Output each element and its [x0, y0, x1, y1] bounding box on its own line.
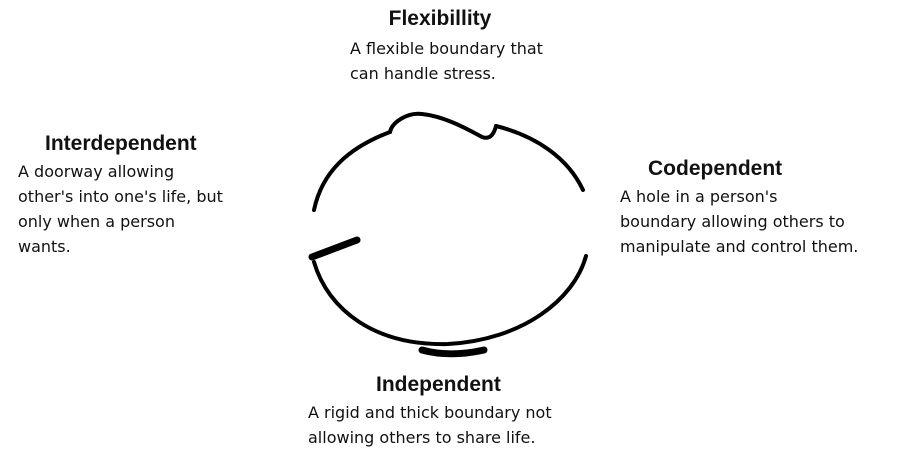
- flexible-boundary-bump: [388, 111, 498, 140]
- flexibility-line: can handle stress.: [350, 64, 496, 83]
- interdependent-line: other's into one's life, but: [18, 187, 223, 206]
- codependent-line: A hole in a person's: [620, 187, 778, 206]
- independent-section: Independent A rigid and thick boundary n…: [308, 372, 608, 450]
- flexibility-line: A flexible boundary that: [350, 39, 543, 58]
- codependent-line: manipulate and control them.: [620, 237, 859, 256]
- interdependent-line: A doorway allowing: [18, 162, 175, 181]
- boundary-upper-right-arc: [494, 124, 585, 192]
- flexibility-title: Flexibillity: [388, 7, 492, 30]
- independent-description: A rigid and thick boundary not allowing …: [308, 400, 608, 450]
- flexibility-section: Flexibillity A flexible boundary that ca…: [300, 6, 620, 86]
- codependent-title: Codependent: [648, 157, 783, 180]
- codependent-line: boundary allowing others to: [620, 212, 845, 231]
- interdependent-line: wants.: [18, 237, 71, 256]
- codependent-description: A hole in a person's boundary allowing o…: [620, 184, 900, 259]
- boundary-upper-left-arc: [312, 130, 392, 212]
- doorway-segment: [308, 236, 361, 261]
- codependent-section: Codependent A hole in a person's boundar…: [620, 156, 900, 259]
- interdependent-line: only when a person: [18, 212, 175, 231]
- rigid-boundary-segment: [418, 346, 488, 358]
- boundary-lower-arc: [312, 254, 588, 347]
- flexibility-description: A flexible boundary that can handle stre…: [350, 36, 620, 86]
- interdependent-title: Interdependent: [45, 132, 197, 155]
- independent-line: A rigid and thick boundary not: [308, 403, 552, 422]
- independent-line: allowing others to share life.: [308, 428, 536, 447]
- interdependent-section: Interdependent A doorway allowing other'…: [18, 131, 298, 259]
- independent-title: Independent: [376, 373, 501, 396]
- interdependent-description: A doorway allowing other's into one's li…: [18, 159, 298, 259]
